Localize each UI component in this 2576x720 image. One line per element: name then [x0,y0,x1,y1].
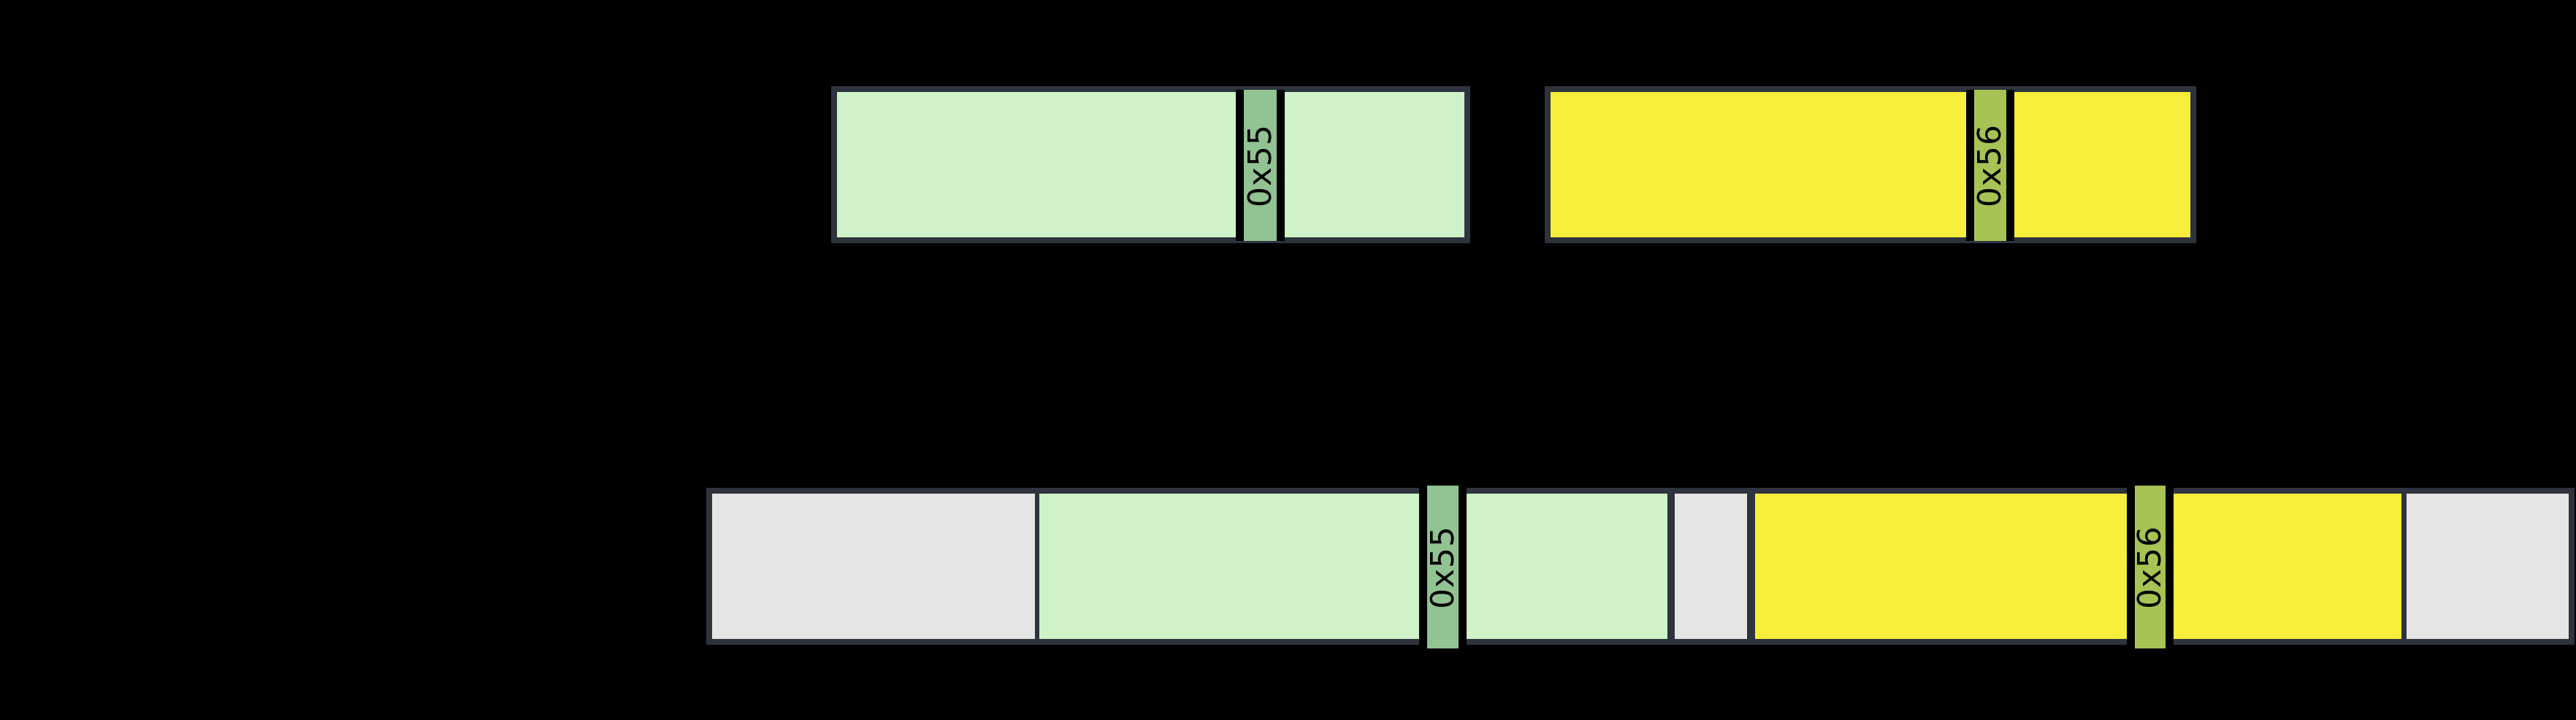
marker-0x56-label: 0x56 [1971,123,2009,207]
stream-bar: 0x55 0x56 [706,486,2575,648]
green-field-segment [1467,494,1667,639]
padding-segment [712,494,1035,639]
yellow-field-segment [2174,494,2401,639]
marker-strip-0x56-stream: 0x56 [2127,486,2174,648]
marker-strip-0x55: 0x55 [1236,90,1285,241]
segment-divider [2401,494,2407,639]
marker-strip-0x55-stream: 0x55 [1419,486,1467,648]
marker-0x56-stream-label: 0x56 [2131,525,2168,609]
segment-divider [1667,494,1675,639]
segment-divider [1035,494,1039,639]
marker-strip-0x56: 0x56 [1966,90,2014,241]
segment-divider [1747,494,1755,639]
padding-segment [1675,494,1747,639]
block-0x55: 0x55 [831,86,1470,243]
green-field-segment [1039,494,1419,639]
padding-segment [2407,494,2569,639]
marker-0x55-label: 0x55 [1241,123,1279,207]
yellow-field-segment [1755,494,2127,639]
marker-0x55-stream-label: 0x55 [1423,525,1461,609]
block-0x56: 0x56 [1545,86,2196,243]
